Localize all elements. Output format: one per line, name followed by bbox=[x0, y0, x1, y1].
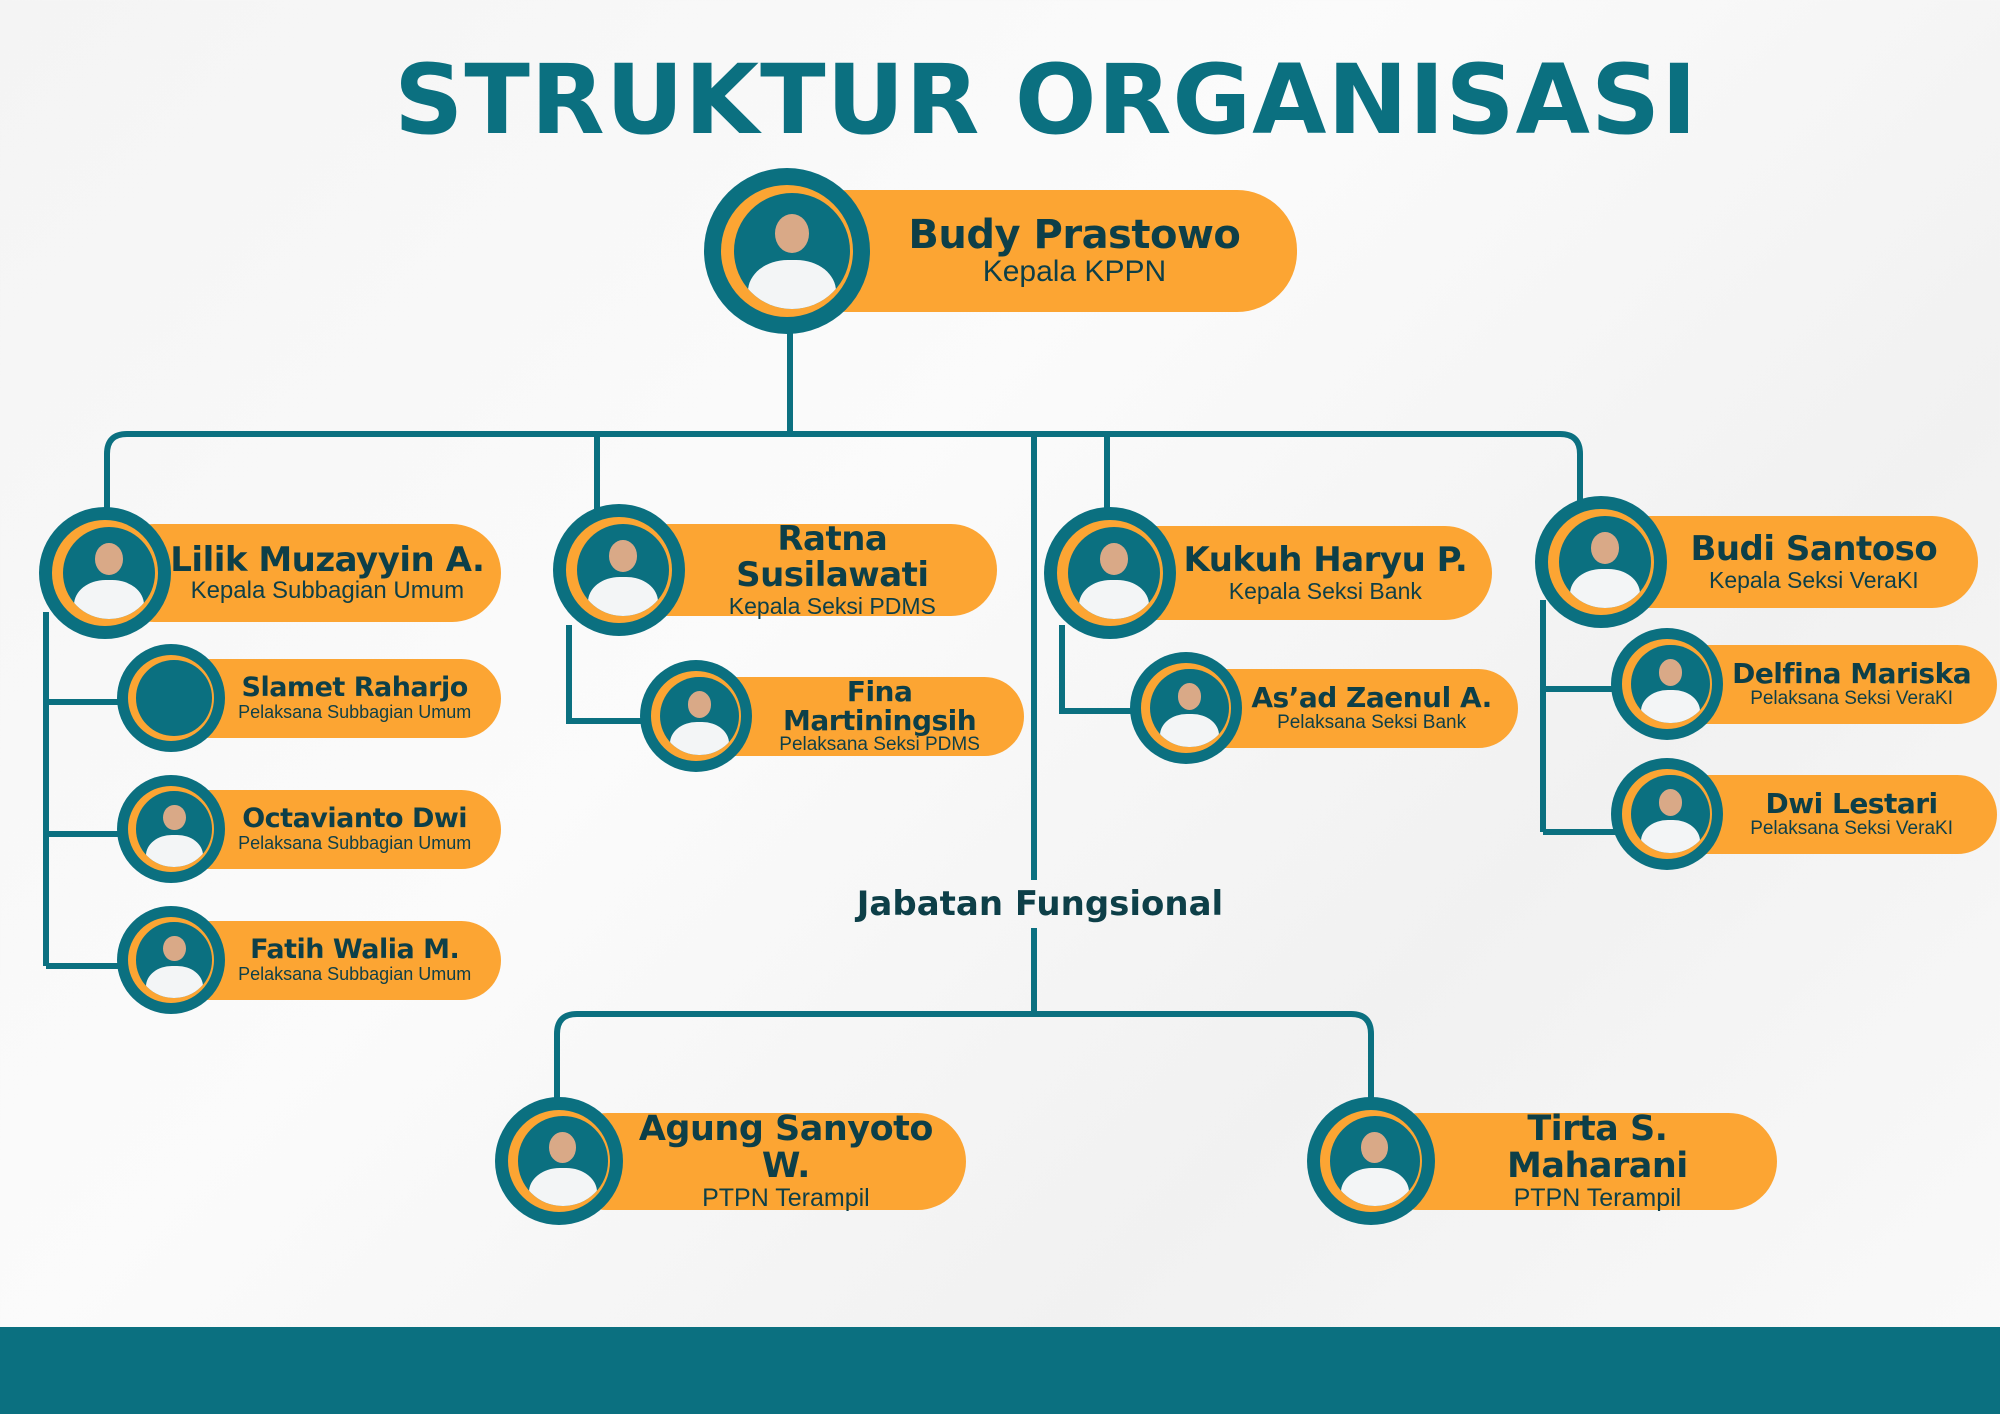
connector-veraki-staff bbox=[1540, 600, 1620, 835]
person-name: Budy Prastowo bbox=[908, 212, 1241, 259]
person-name: Octavianto Dwi bbox=[242, 803, 468, 835]
avatar bbox=[117, 906, 225, 1014]
person-photo bbox=[1067, 526, 1161, 620]
person-name: Fatih Walia M. bbox=[250, 934, 460, 966]
person-photo bbox=[136, 922, 213, 998]
person-photo bbox=[576, 523, 670, 617]
person-photo bbox=[1330, 1116, 1420, 1206]
person-name: Slamet Raharjo bbox=[241, 672, 469, 704]
connector-pdms-staff bbox=[566, 625, 650, 724]
person-photo bbox=[1558, 515, 1652, 609]
name-card: Dwi Lestari Pelaksana Seksi VeraKI bbox=[1667, 774, 1997, 854]
avatar bbox=[117, 775, 225, 883]
person-name: Tirta S. Maharani bbox=[1507, 1109, 1688, 1186]
connector-bank-staff bbox=[1059, 625, 1140, 714]
connector-level2 bbox=[104, 431, 1583, 523]
name-card: Tirta S. Maharani PTPN Terampil bbox=[1371, 1109, 1777, 1212]
page-title: STRUKTUR ORGANISASI bbox=[394, 44, 1698, 156]
person-name: Budi Santoso bbox=[1690, 529, 1938, 570]
avatar bbox=[704, 168, 870, 334]
footer-band bbox=[0, 1327, 2000, 1414]
connector-umum-staff bbox=[43, 612, 130, 969]
person-name: Ratna Susilawati bbox=[736, 519, 929, 595]
person-role: Pelaksana Seksi PDMS bbox=[779, 734, 980, 756]
person-role: Pelaksana Seksi Bank bbox=[1277, 711, 1467, 733]
person-role: Kepala KPPN bbox=[982, 255, 1167, 289]
avatar bbox=[1535, 496, 1667, 628]
name-card: Slamet Raharjo Pelaksana Subbagian Umum bbox=[171, 658, 501, 738]
avatar bbox=[39, 507, 171, 639]
person-photo bbox=[1150, 668, 1229, 748]
avatar bbox=[553, 504, 685, 636]
person-role: Kepala Seksi VeraKI bbox=[1709, 566, 1919, 593]
photo-placeholder bbox=[136, 660, 213, 736]
person-photo bbox=[136, 791, 213, 867]
avatar bbox=[1611, 758, 1723, 870]
person-role: Pelaksana Subbagian Umum bbox=[238, 832, 472, 853]
person-role: PTPN Terampil bbox=[702, 1183, 870, 1212]
person-photo bbox=[62, 526, 156, 620]
person-name: Fina Martiningsih bbox=[782, 674, 977, 738]
person-photo bbox=[518, 1116, 608, 1206]
avatar bbox=[640, 660, 752, 772]
name-card: Octavianto Dwi Pelaksana Subbagian Umum bbox=[171, 789, 501, 869]
avatar bbox=[117, 644, 225, 752]
name-card: Budy Prastowo Kepala KPPN bbox=[787, 190, 1297, 312]
avatar bbox=[1044, 507, 1176, 639]
connector-functional-branch bbox=[554, 1011, 1374, 1098]
person-role: Pelaksana Subbagian Umum bbox=[238, 963, 472, 984]
person-name: Delfina Mariska bbox=[1732, 657, 1972, 691]
avatar bbox=[495, 1097, 623, 1225]
avatar bbox=[1130, 652, 1242, 764]
person-role: Pelaksana Seksi VeraKI bbox=[1750, 817, 1953, 839]
person-role: Kepala Seksi PDMS bbox=[728, 592, 936, 619]
avatar bbox=[1307, 1097, 1435, 1225]
name-card: Agung Sanyoto W. PTPN Terampil bbox=[559, 1109, 966, 1212]
person-name: Kukuh Haryu P. bbox=[1183, 540, 1468, 581]
avatar bbox=[1611, 628, 1723, 740]
person-role: Kepala Seksi Bank bbox=[1228, 577, 1422, 604]
person-photo bbox=[660, 676, 739, 756]
person-name: Agung Sanyoto W. bbox=[638, 1109, 934, 1186]
person-role: Kepala Subbagian Umum bbox=[190, 577, 465, 605]
person-name: As’ad Zaenul A. bbox=[1251, 681, 1492, 715]
name-card: Lilik Muzayyin A. Kepala Subbagian Umum bbox=[105, 524, 501, 622]
person-role: Pelaksana Seksi VeraKI bbox=[1750, 687, 1953, 709]
person-role: Pelaksana Subbagian Umum bbox=[238, 701, 472, 722]
functional-heading: Jabatan Fungsional bbox=[856, 884, 1224, 924]
person-photo bbox=[733, 192, 851, 310]
person-photo bbox=[1631, 644, 1710, 724]
person-photo bbox=[1631, 774, 1710, 854]
person-name: Dwi Lestari bbox=[1765, 787, 1939, 821]
person-role: PTPN Terampil bbox=[1513, 1183, 1682, 1212]
name-card: Fatih Walia M. Pelaksana Subbagian Umum bbox=[171, 920, 501, 1000]
person-name: Lilik Muzayyin A. bbox=[170, 539, 485, 580]
